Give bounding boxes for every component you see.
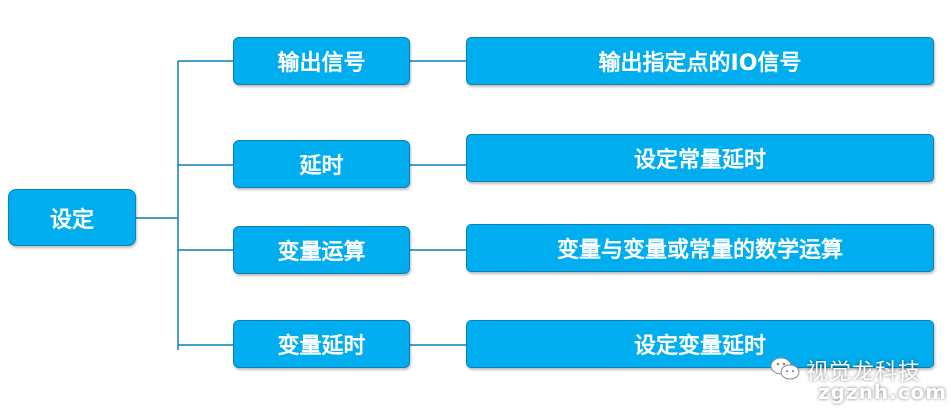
node-label: 变量延时 [277,334,366,359]
wechat-icon [770,357,800,380]
node-label: 延时 [299,154,344,179]
watermark: 视觉龙科技 zgznh.com [770,352,946,404]
root-label: 设定 [49,207,94,233]
desc-output-signal: 输出指定点的IO信号 [466,37,934,85]
desc-variable-operation: 变量与变量或常量的数学运算 [466,224,934,272]
desc-label: 设定变量延时 [633,334,766,359]
desc-delay: 设定常量延时 [466,134,934,182]
watermark-name: 视觉龙科技 [806,360,922,385]
node-output-signal: 输出信号 [233,37,410,85]
desc-label: 输出指定点的IO信号 [598,51,802,76]
desc-label: 变量与变量或常量的数学运算 [556,238,843,263]
node-variable-operation: 变量运算 [233,226,410,274]
node-delay: 延时 [233,140,410,188]
desc-label: 设定常量延时 [633,148,766,173]
node-variable-delay: 变量延时 [233,320,410,368]
root-node: 设定 [8,189,136,246]
desc-variable-delay: 设定变量延时 [466,320,934,368]
node-label: 变量运算 [277,240,366,265]
watermark-url: zgznh.com [818,380,948,404]
node-label: 输出信号 [277,51,366,76]
